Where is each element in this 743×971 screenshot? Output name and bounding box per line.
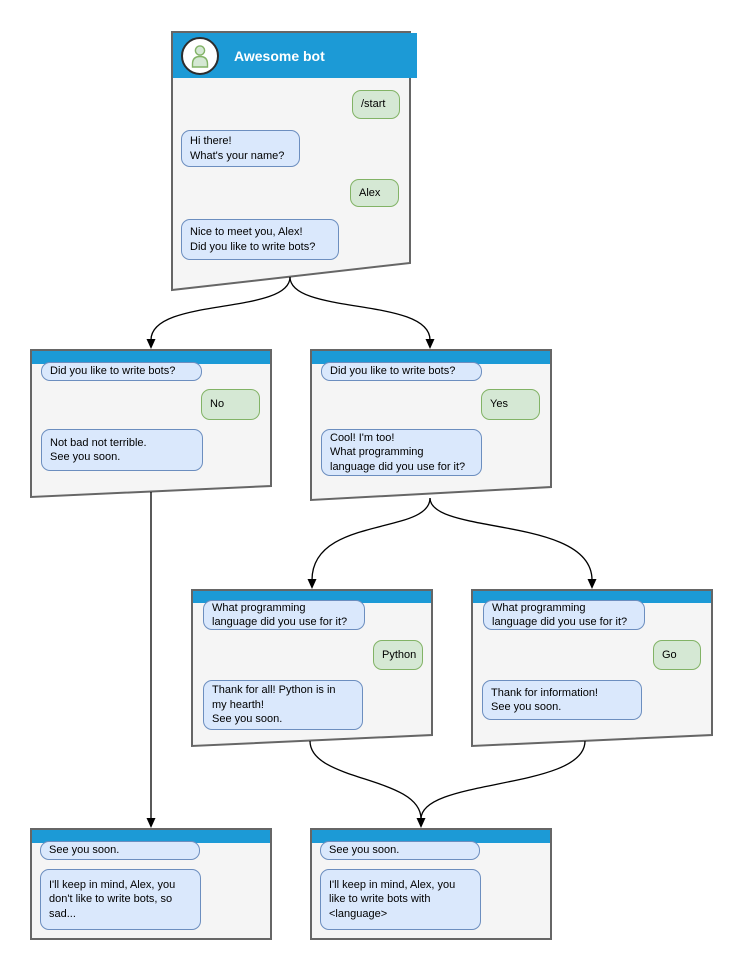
arrowhead-to-yes (425, 339, 435, 349)
arrowhead-to-no (146, 339, 156, 349)
bot-message-bubble: Did you like to write bots? (41, 362, 202, 381)
bot-message-bubble: Nice to meet you, Alex! Did you like to … (181, 219, 339, 260)
chat-window-python: What programming language did you use fo… (192, 590, 432, 746)
bot-message-bubble: Did you like to write bots? (321, 362, 482, 381)
window-title: Awesome bot (234, 47, 325, 64)
bot-message-bubble: Hi there! What's your name? (181, 130, 300, 167)
user-message-bubble: No (201, 389, 260, 420)
arrowhead-to-go (587, 579, 597, 589)
arrowhead-to-end-no (146, 818, 156, 828)
user-message-bubble: Python (373, 640, 423, 670)
bot-message-bubble: Thank for all! Python is in my hearth! S… (203, 680, 363, 730)
chat-window-start: Awesome bot /start Hi there! What's your… (172, 32, 417, 290)
bot-message-bubble: Cool! I'm too! What programming language… (321, 429, 482, 476)
connector-python-to-end-yes (309, 740, 422, 820)
user-message-bubble: Alex (350, 179, 399, 207)
window-titlebar (312, 351, 550, 364)
connector-go-to-end-yes (420, 740, 586, 820)
connector-yes-to-python (311, 497, 431, 581)
bot-message-bubble: I'll keep in mind, Alex, you like to wri… (320, 869, 481, 930)
bot-avatar (181, 36, 219, 75)
person-icon (191, 44, 209, 68)
bot-message-bubble: See you soon. (40, 841, 200, 860)
connector-start-to-yes (289, 276, 431, 341)
window-titlebar: Awesome bot (173, 33, 417, 78)
bot-message-bubble: What programming language did you use fo… (483, 600, 645, 630)
connector-yes-to-go (429, 497, 593, 581)
chat-window-end-yes: See you soon. I'll keep in mind, Alex, y… (311, 829, 551, 939)
arrowhead-to-python (307, 579, 317, 589)
chat-window-go: What programming language did you use fo… (472, 590, 712, 746)
bot-message-bubble: See you soon. (320, 841, 480, 860)
user-message-bubble: /start (352, 90, 400, 119)
chat-window-end-no: See you soon. I'll keep in mind, Alex, y… (31, 829, 271, 939)
chat-window-no-branch: Did you like to write bots? No Not bad n… (31, 350, 271, 497)
user-message-bubble: Yes (481, 389, 540, 420)
window-titlebar (32, 351, 270, 364)
bot-message-bubble: I'll keep in mind, Alex, you don't like … (40, 869, 201, 930)
user-message-bubble: Go (653, 640, 701, 670)
bot-message-bubble: What programming language did you use fo… (203, 600, 365, 630)
chat-window-yes-branch: Did you like to write bots? Yes Cool! I'… (311, 350, 551, 500)
window-titlebar (32, 830, 270, 843)
connector-start-to-no (150, 276, 291, 341)
bot-message-bubble: Not bad not terrible. See you soon. (41, 429, 203, 471)
bot-message-bubble: Thank for information! See you soon. (482, 680, 642, 720)
window-titlebar (312, 830, 550, 843)
arrowhead-to-end-yes (416, 818, 426, 828)
